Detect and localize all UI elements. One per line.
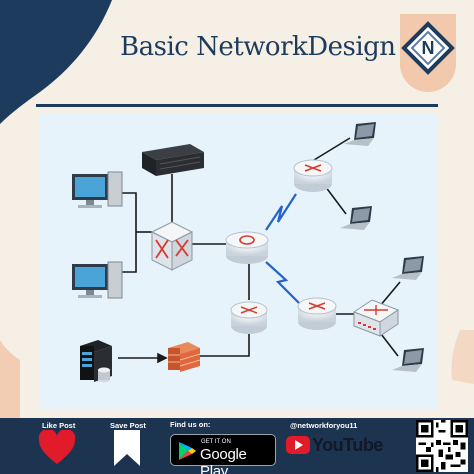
heart-icon[interactable] — [38, 430, 76, 466]
router-icon — [297, 297, 337, 330]
laptop-icon — [344, 122, 376, 146]
switch-icon — [150, 221, 194, 271]
brand-logo: N — [392, 14, 464, 100]
save-post-label: Save Post — [110, 421, 146, 430]
wired-links — [122, 137, 401, 357]
youtube-icon[interactable] — [286, 436, 310, 454]
wireless-links — [265, 193, 301, 305]
desktop-pc-icon — [72, 171, 123, 208]
page-title: Basic NetworkDesign — [120, 32, 396, 62]
social-handle[interactable]: @networkforyou11 — [290, 421, 358, 430]
play-store-icon — [179, 442, 196, 460]
qr-code[interactable] — [416, 420, 468, 472]
find-us-label: Find us on: — [170, 420, 211, 429]
switch-icon — [352, 299, 400, 337]
router-icon — [230, 301, 268, 334]
google-play-button[interactable]: GET IT ON Google Play — [170, 434, 276, 474]
server-icon — [142, 144, 204, 176]
google-play-caption: GET IT ON — [201, 439, 231, 445]
laptop-icon — [340, 206, 372, 230]
router-icon — [225, 231, 269, 264]
google-play-label: Google Play — [200, 446, 247, 474]
firewall-icon — [168, 342, 201, 372]
like-post-label: Like Post — [42, 421, 76, 430]
youtube-link[interactable]: YouTube — [312, 435, 383, 455]
laptop-icon — [392, 348, 424, 372]
bookmark-icon[interactable] — [114, 430, 140, 466]
logo-letter: N — [422, 38, 435, 58]
flow-arrow — [118, 352, 168, 364]
router-icon — [293, 159, 333, 192]
title-divider — [36, 104, 438, 107]
server-tower-icon — [80, 340, 112, 383]
desktop-pc-icon — [72, 261, 123, 299]
laptop-icon — [392, 256, 424, 280]
